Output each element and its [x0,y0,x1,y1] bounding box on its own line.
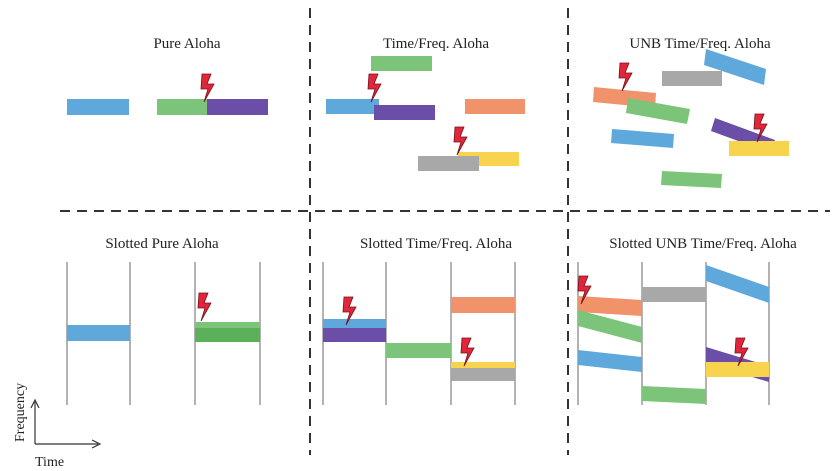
packet [67,325,130,341]
lightning-bolt-icon [618,62,633,92]
slotted-time-freq-aloha-title: Slotted Time/Freq. Aloha [360,236,512,252]
time-freq-aloha-panel [326,56,525,171]
lightning-bolt-shape [753,113,768,143]
packet [706,362,769,377]
packet [642,386,706,404]
packet [326,99,379,114]
slotted-pure-aloha-panel [66,262,261,405]
slotted-unb-time-freq-aloha-panel [577,262,770,405]
lightning-bolt-shape [618,62,633,92]
packet [465,99,525,114]
lightning-bolt-icon [342,296,357,326]
packet [67,99,129,115]
lightning-bolt-shape [577,275,592,305]
slotted-time-freq-aloha-panel [322,262,516,405]
packet [418,156,479,171]
packet [207,99,268,115]
packet [704,49,766,85]
unb-time-freq-aloha-panel [593,49,789,188]
lightning-bolt-shape [453,126,468,156]
packet [371,56,432,71]
packet [578,310,642,343]
collision-markers [197,62,768,367]
packet [195,322,260,330]
packet [642,287,706,302]
frequency-axis-arrow [30,398,40,409]
axes: Frequency Time [13,383,102,470]
lightning-bolt-icon [367,73,382,103]
lightning-bolt-shape [367,73,382,103]
lightning-bolt-icon [460,337,475,367]
packet [661,171,722,188]
packet [578,350,642,372]
packet [729,141,789,156]
packet [374,105,435,120]
lightning-bolt-shape [734,337,749,367]
lightning-bolt-shape [200,73,215,103]
time-axis-arrow [91,439,102,449]
packet [706,265,769,303]
pure-aloha-title: Pure Aloha [153,36,220,52]
lightning-bolt-icon [197,292,212,322]
lightning-bolt-icon [577,275,592,305]
packet [386,343,451,358]
lightning-bolt-icon [453,126,468,156]
lightning-bolt-shape [197,292,212,322]
slotted-unb-time-freq-aloha-title: Slotted UNB Time/Freq. Aloha [609,236,797,252]
packet [662,71,722,86]
packet [195,328,260,342]
frequency-label: Frequency [13,383,28,442]
lightning-bolt-icon [753,113,768,143]
packet [611,129,674,148]
unb-time-freq-aloha-title: UNB Time/Freq. Aloha [629,36,771,52]
time-label: Time [35,455,64,470]
packet [323,328,386,342]
slotted-pure-aloha-title: Slotted Pure Aloha [105,236,219,252]
packet [626,98,690,124]
lightning-bolt-shape [342,296,357,326]
packet [578,296,642,316]
packet [451,297,515,313]
lightning-bolt-icon [734,337,749,367]
packet [157,99,209,115]
pure-aloha-panel [67,99,268,115]
packet [451,368,515,381]
lightning-bolt-icon [200,73,215,103]
time-freq-aloha-title: Time/Freq. Aloha [383,36,489,52]
lightning-bolt-shape [460,337,475,367]
